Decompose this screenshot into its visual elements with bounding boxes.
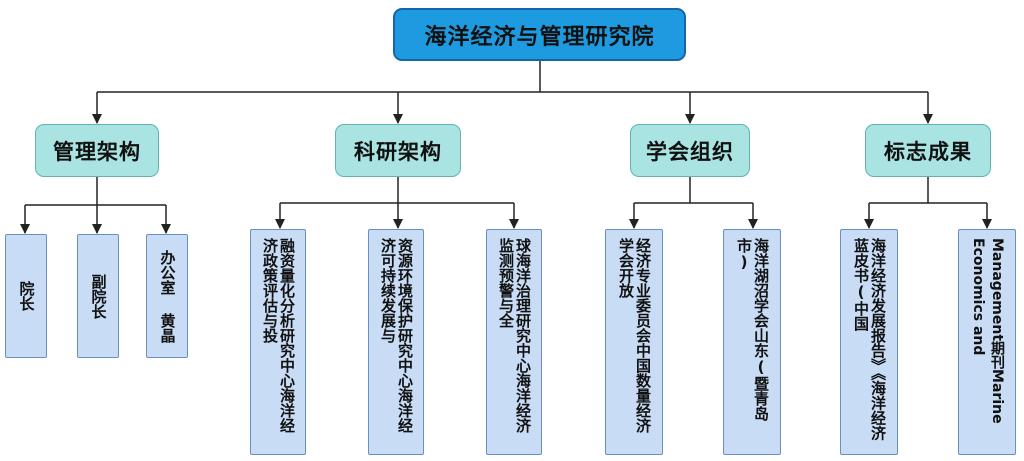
category-label: 管理架构 (53, 139, 141, 164)
category-research: 科研架构 (335, 124, 461, 177)
category-label: 标志成果 (884, 139, 972, 164)
category-label: 学会组织 (646, 139, 734, 164)
leaf-blue-book: 海洋经济发展报告》《海洋经济蓝皮书(中国 (840, 229, 898, 455)
leaf-finance-center: 融资量化分析研究中心海洋经济政策评估与投 (250, 229, 306, 455)
leaf-label: 球海洋治理研究中心海洋经济监测预警与全 (497, 238, 532, 433)
category-management: 管理架构 (35, 124, 159, 177)
leaf-label: 经济专业委员会中国数量经济学会开放 (617, 238, 652, 433)
leaf-label: 融资量化分析研究中心海洋经济政策评估与投 (261, 238, 296, 433)
leaf-office: 办公室 黄晶 (146, 234, 188, 358)
category-achievements: 标志成果 (865, 124, 991, 177)
leaf-quant-economics-society: 经济专业委员会中国数量经济学会开放 (605, 229, 663, 455)
leaf-governance-center: 球海洋治理研究中心海洋经济监测预警与全 (486, 229, 542, 455)
leaf-label: 院长 (17, 281, 36, 311)
leaf-label: 海洋湖沼学会山东(暨青岛市) (735, 238, 770, 421)
leaf-label: 副院长 (89, 273, 108, 319)
category-label: 科研架构 (354, 139, 442, 164)
root-node: 海洋经济与管理研究院 (393, 8, 686, 61)
leaf-label: 办公室 黄晶 (158, 249, 177, 343)
leaf-vice-president: 副院长 (77, 234, 119, 358)
leaf-environment-center: 资源环境保护研究中心海洋经济可持续发展与 (368, 229, 424, 455)
leaf-journal: Management期刊Marine Economics and (958, 229, 1016, 455)
leaf-label: 资源环境保护研究中心海洋经济可持续发展与 (379, 238, 414, 433)
category-societies: 学会组织 (630, 124, 750, 177)
leaf-label: Management期刊Marine Economics and (970, 238, 1005, 424)
leaf-label: 海洋经济发展报告》《海洋经济蓝皮书(中国 (852, 238, 887, 441)
leaf-president: 院长 (5, 234, 47, 358)
leaf-oceanology-society: 海洋湖沼学会山东(暨青岛市) (723, 229, 781, 455)
root-label: 海洋经济与管理研究院 (424, 24, 655, 50)
